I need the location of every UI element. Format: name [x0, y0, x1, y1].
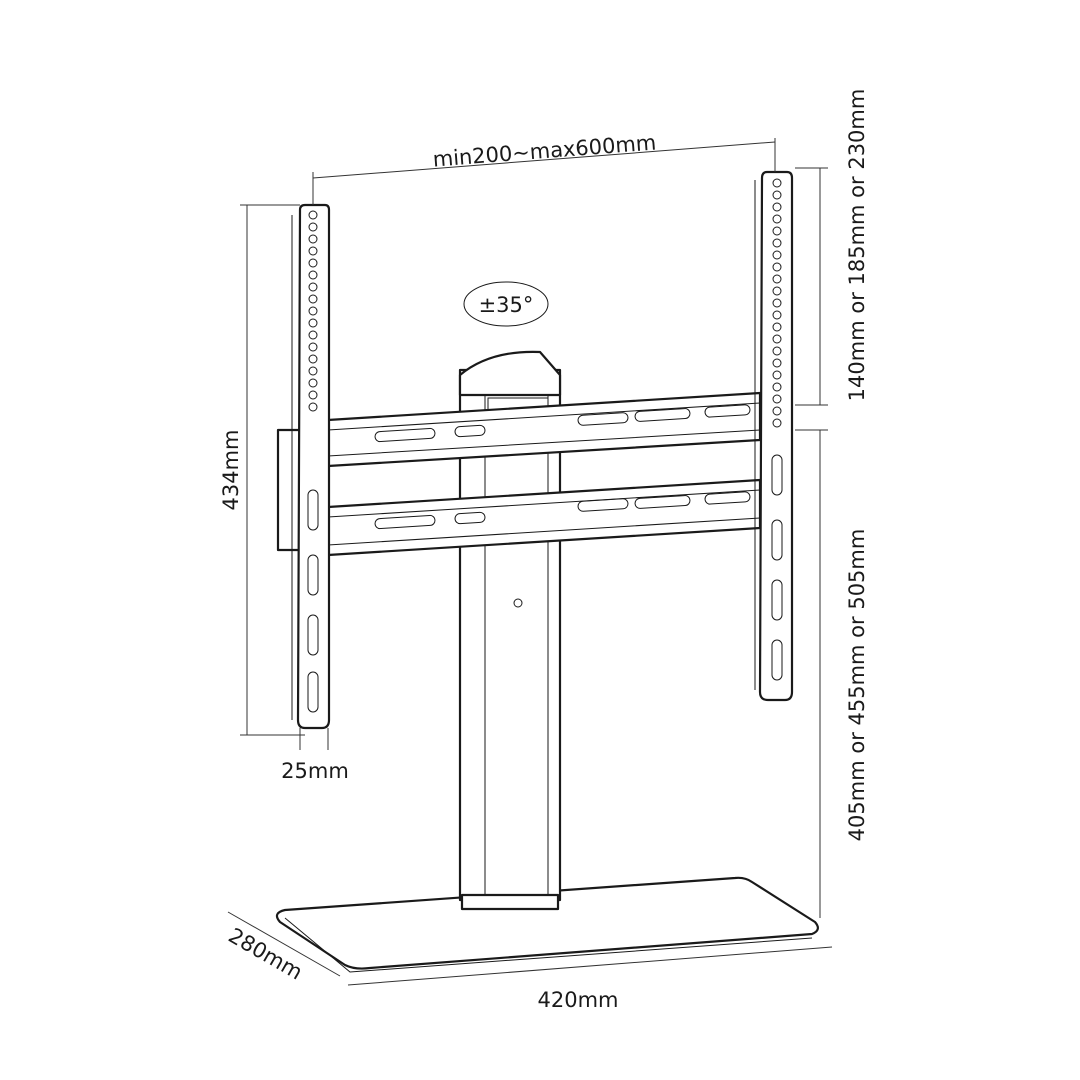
- mount-hole: [308, 402, 318, 412]
- mount-hole: [308, 258, 318, 268]
- mount-hole: [308, 318, 318, 328]
- mount-slot: [771, 454, 783, 496]
- depth-label: 25mm: [281, 759, 349, 783]
- mount-hole: [308, 354, 318, 364]
- mount-slot: [307, 671, 319, 713]
- mount-hole: [772, 298, 782, 308]
- mount-hole: [772, 406, 782, 416]
- mount-hole: [772, 310, 782, 320]
- mount-hole: [772, 202, 782, 212]
- mount-hole: [308, 210, 318, 220]
- mount-hole: [772, 370, 782, 380]
- mount-hole: [772, 346, 782, 356]
- mount-hole: [772, 190, 782, 200]
- mount-slot: [771, 579, 783, 621]
- dimension-lines: [227, 138, 833, 986]
- mount-hole: [772, 214, 782, 224]
- mount-hole: [308, 246, 318, 256]
- mount-hole: [772, 358, 782, 368]
- mount-slot: [771, 639, 783, 681]
- mount-hole: [308, 294, 318, 304]
- mount-hole: [772, 286, 782, 296]
- left-bracket: [276, 203, 331, 730]
- column-height-label: 405mm or 455mm or 505mm: [845, 529, 869, 842]
- mount-hole: [772, 178, 782, 188]
- mount-hole: [308, 282, 318, 292]
- mount-slot: [307, 614, 319, 656]
- mount-hole: [308, 234, 318, 244]
- mount-hole: [308, 390, 318, 400]
- mount-hole: [772, 394, 782, 404]
- mount-slot: [307, 489, 319, 531]
- mount-hole: [772, 418, 782, 428]
- mount-hole: [308, 366, 318, 376]
- tilt-symbol: ±35°: [463, 281, 549, 327]
- tilt-label: ±35°: [479, 293, 534, 317]
- mount-hole: [772, 322, 782, 332]
- mount-hole: [772, 238, 782, 248]
- mount-hole: [308, 342, 318, 352]
- mount-hole: [308, 222, 318, 232]
- right-bracket: [754, 170, 794, 702]
- mount-hole: [308, 378, 318, 388]
- mount-hole: [772, 334, 782, 344]
- mount-hole: [308, 330, 318, 340]
- mount-hole: [772, 250, 782, 260]
- mount-hole: [772, 382, 782, 392]
- mount-slot: [771, 519, 783, 561]
- mount-hole: [308, 306, 318, 316]
- column: [458, 350, 562, 911]
- width-label: min200~max600mm: [432, 130, 657, 171]
- top-height-label: 140mm or 185mm or 230mm: [845, 89, 869, 402]
- mount-slot: [307, 554, 319, 596]
- base-plate: [275, 876, 819, 973]
- height-label: 434mm: [219, 430, 243, 511]
- mount-hole: [772, 226, 782, 236]
- mount-hole: [772, 274, 782, 284]
- mount-hole: [308, 270, 318, 280]
- mount-hole: [772, 262, 782, 272]
- base-width-label: 420mm: [538, 988, 619, 1012]
